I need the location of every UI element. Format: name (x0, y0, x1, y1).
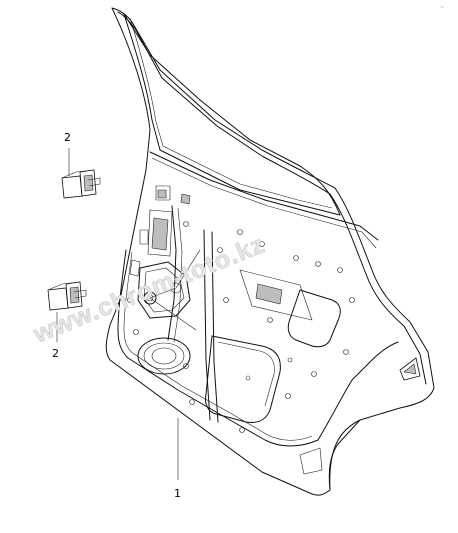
window-regulator (137, 249, 201, 331)
panel-holes (127, 221, 355, 433)
callout-clip-lower: 2 (52, 347, 59, 360)
corner-mark: ~ (440, 5, 444, 11)
callout-clip-upper: 2 (64, 131, 71, 144)
callout-door-panel: 1 (174, 487, 181, 500)
clip-lower (47, 281, 87, 311)
rear-door-panel (105, 7, 435, 496)
leader-lines (56, 148, 179, 480)
clip-upper (61, 169, 101, 199)
